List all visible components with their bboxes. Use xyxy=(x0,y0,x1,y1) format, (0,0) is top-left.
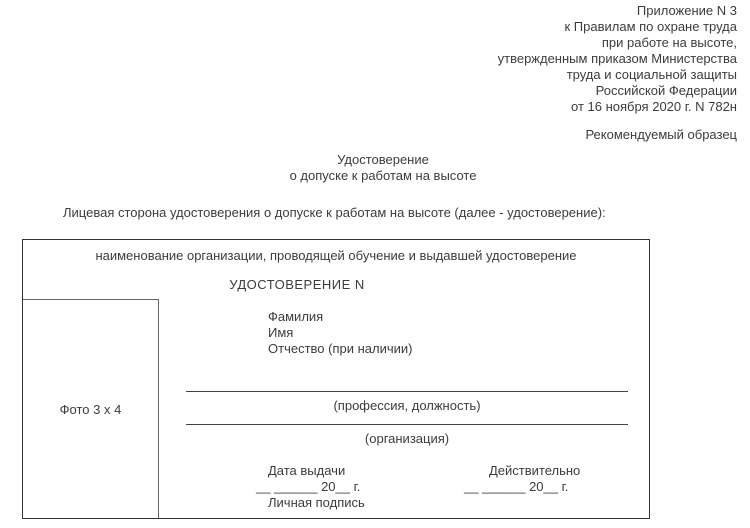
personal-signature-label: Личная подпись xyxy=(268,495,365,510)
firstname-label: Имя xyxy=(268,325,294,340)
document-title: Удостоверение о допуске к работам на выс… xyxy=(8,152,750,184)
issue-date-label: Дата выдачи xyxy=(268,463,346,478)
valid-until-blank: __ ______ 20__ г. xyxy=(464,479,569,494)
photo-placeholder: Фото 3 х 4 xyxy=(23,299,159,518)
valid-until-label: Действительно xyxy=(489,463,581,478)
photo-size-label: Фото 3 х 4 xyxy=(59,401,122,417)
header-line: Приложение N 3 xyxy=(636,3,737,18)
valid-until-block: Действительно __ ______ 20__ г. xyxy=(464,463,580,495)
org-name-caption: наименование организации, проводящей обу… xyxy=(95,248,577,263)
name-fields-block: Фамилия Имя Отчество (при наличии) xyxy=(268,309,412,357)
surname-label: Фамилия xyxy=(268,309,324,324)
recommended-sample-label: Рекомендуемый образец xyxy=(585,127,737,142)
header-line: от 16 ноября 2020 г. N 782н xyxy=(571,99,737,114)
organization-fill-line xyxy=(186,424,628,425)
header-line: утвержденным приказом Министерства xyxy=(497,51,737,66)
patronymic-label: Отчество (при наличии) xyxy=(268,341,413,356)
profession-caption: (профессия, должность) xyxy=(333,398,481,413)
intro-paragraph: Лицевая сторона удостоверения о допуске … xyxy=(63,205,606,220)
issue-date-blank: __ ______ 20__ г. xyxy=(256,479,361,494)
organization-caption: (организация) xyxy=(364,431,450,446)
header-line: труда и социальной защиты xyxy=(566,67,737,82)
document-title-line2: о допуске к работам на высоте xyxy=(289,168,477,183)
header-reference-block: Приложение N 3 к Правилам по охране труд… xyxy=(498,3,737,143)
header-line: Российской Федерации xyxy=(595,83,737,98)
certificate-number-heading: УДОСТОВЕРЕНИЕ N xyxy=(229,277,365,292)
certificate-front-box: наименование организации, проводящей обу… xyxy=(22,239,650,519)
header-line: при работе на высоте, xyxy=(601,35,737,50)
issue-date-block: Дата выдачи __ ______ 20__ г. Личная под… xyxy=(256,463,365,511)
document-title-line1: Удостоверение xyxy=(337,152,429,167)
profession-fill-line xyxy=(186,391,628,392)
header-line: к Правилам по охране труда xyxy=(564,19,737,34)
